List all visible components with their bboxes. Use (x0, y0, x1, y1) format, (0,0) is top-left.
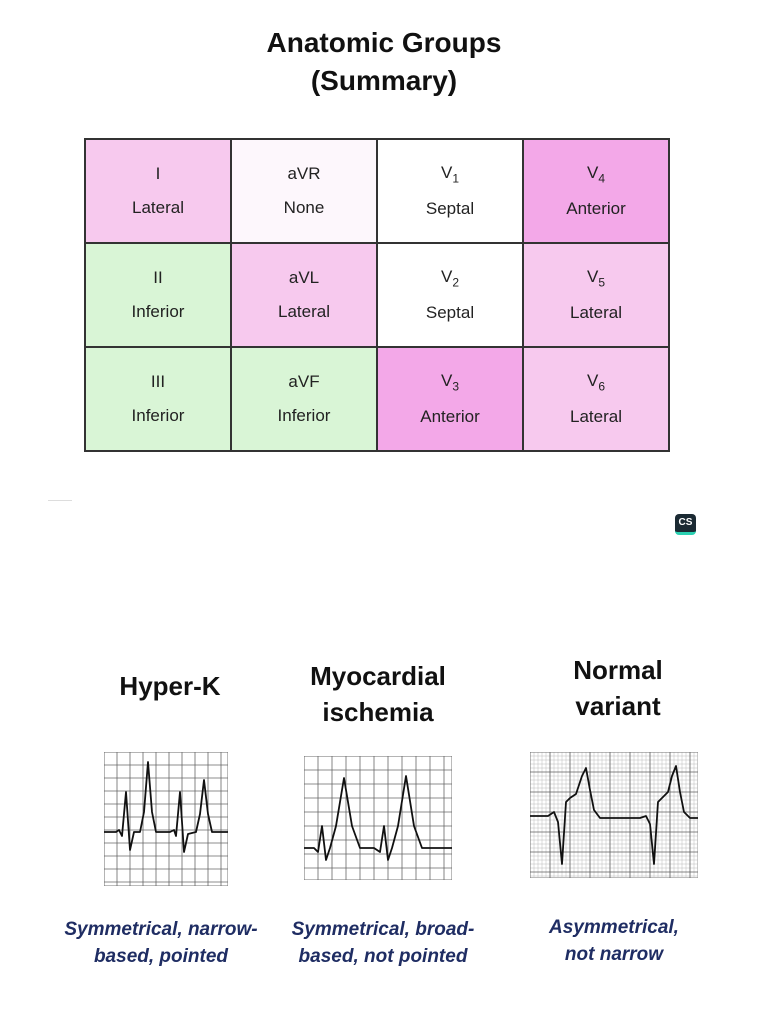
ecg-waveform (304, 775, 452, 861)
ecg-waveform (530, 765, 698, 865)
anatomic-group-label: Lateral (132, 198, 184, 217)
lead-name: aVR (287, 164, 321, 183)
anatomic-group-label: Inferior (131, 302, 185, 321)
lead-cell: aVR None (230, 138, 378, 244)
lead-name: I (155, 164, 161, 183)
panel-title-hyperk: Hyper-K (119, 671, 221, 701)
title-line-2: (Summary) (310, 65, 458, 96)
anatomic-group-label: Inferior (277, 406, 331, 425)
lead-name: II (153, 268, 163, 287)
panel-title-ischemia: Myocardial ischemia (310, 661, 446, 727)
anatomic-group-label: Septal (425, 199, 475, 219)
anatomic-group-label: Lateral (570, 303, 622, 323)
anatomic-group-label: Inferior (131, 406, 185, 425)
divider-line (48, 500, 72, 501)
anatomic-group-label: None (283, 198, 325, 217)
camscanner-badge: CS (675, 514, 696, 535)
lead-name: V5 (586, 266, 606, 290)
caption-normal-variant: Asymmetrical, not narrow (549, 917, 679, 965)
ecg-strip-ischemia (304, 756, 452, 880)
lead-name: V6 (586, 370, 606, 394)
anatomic-group-label: Anterior (420, 407, 480, 427)
lead-cell: III Inferior (84, 346, 232, 452)
ecg-strip-hyperk (104, 752, 228, 886)
ecg-grid (304, 756, 452, 880)
lead-cell: II Inferior (84, 242, 232, 348)
panel-ischemia: Myocardial ischemia (268, 654, 488, 734)
lead-cell: aVF Inferior (230, 346, 378, 452)
lead-name: aVL (288, 268, 320, 287)
lead-cell: aVL Lateral (230, 242, 378, 348)
anatomic-group-label: Anterior (566, 199, 626, 219)
ecg-waveform (104, 761, 228, 853)
lead-name: V4 (586, 162, 606, 186)
lead-name: III (150, 372, 166, 391)
panel-normal-variant: Normal variant (508, 648, 728, 728)
lead-name: V3 (440, 370, 460, 394)
anatomic-group-label: Lateral (570, 407, 622, 427)
caption-ischemia: Symmetrical, broad- based, not pointed (291, 919, 475, 967)
lead-name: V2 (440, 266, 460, 290)
ecg-grid (104, 752, 228, 886)
lead-name: V1 (440, 162, 460, 186)
page-title: Anatomic Groups (Summary) (0, 24, 768, 100)
caption-hyperk: Symmetrical, narrow- based, pointed (64, 919, 258, 967)
panel-title-normal-variant: Normal variant (573, 655, 663, 721)
panel-hyperk: Hyper-K (60, 646, 280, 726)
ecg-grid (530, 752, 698, 878)
anatomic-group-label: Lateral (278, 302, 330, 321)
lead-cell: I Lateral (84, 138, 232, 244)
lead-name: aVF (288, 372, 320, 391)
anatomic-group-label: Septal (425, 303, 475, 323)
title-line-1: Anatomic Groups (266, 27, 502, 58)
ecg-strip-normal-variant (530, 752, 698, 878)
